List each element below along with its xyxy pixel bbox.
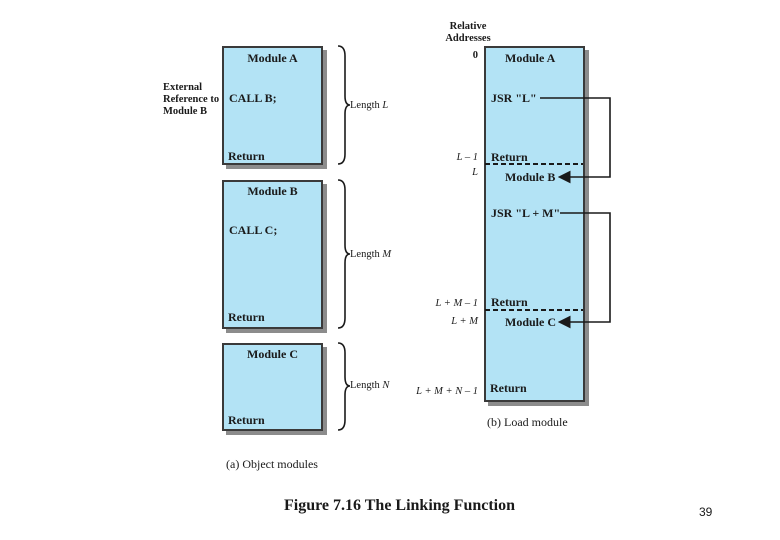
- module-a-return: Return: [228, 149, 265, 163]
- module-b-return: Return: [228, 310, 265, 324]
- arrow-jsr-lm-to-module-c: [557, 212, 611, 329]
- arrow-jsr-l-to-module-b: [540, 97, 611, 184]
- relative-addresses-line-2: Addresses: [445, 33, 491, 44]
- external-reference-line-1: External: [163, 82, 203, 93]
- load-module-c: Module C: [505, 315, 556, 329]
- length-l-var: L: [382, 100, 389, 111]
- load-return-a: Return: [491, 150, 528, 164]
- module-a-title: Module A: [247, 51, 298, 65]
- address-lm-minus-1: L + M – 1: [435, 298, 478, 309]
- module-b-call: CALL C;: [229, 223, 278, 237]
- address-l: L: [472, 167, 478, 178]
- load-module-caption: (b) Load module: [487, 415, 568, 429]
- external-reference-line-2: Reference to: [163, 94, 220, 105]
- address-0: 0: [472, 50, 478, 61]
- address-l-minus-1: L – 1: [456, 152, 478, 163]
- module-b-title: Module B: [247, 184, 298, 198]
- module-c-title: Module C: [247, 347, 298, 361]
- length-m-prefix: Length: [350, 249, 383, 260]
- load-return-b: Return: [491, 295, 528, 309]
- length-l-label: Length L: [350, 100, 388, 112]
- load-jsr-lm: JSR "L + M": [491, 206, 561, 220]
- load-module-b: Module B: [505, 170, 556, 184]
- brace-length-n: [337, 342, 351, 431]
- page-number: 39: [699, 505, 713, 519]
- load-return-c: Return: [490, 381, 527, 395]
- load-module-a: Module A: [505, 51, 556, 65]
- object-module-c-box: [222, 343, 323, 431]
- object-modules-caption: (a) Object modules: [226, 457, 318, 471]
- address-lmn-minus-1: L + M + N – 1: [416, 386, 478, 397]
- object-module-a-box: [222, 46, 323, 165]
- module-a-call: CALL B;: [229, 91, 277, 105]
- length-m-var: M: [382, 249, 392, 260]
- length-n-label: Length N: [350, 380, 389, 392]
- brace-length-m: [337, 179, 351, 329]
- load-module-box: [484, 46, 585, 402]
- address-lm: L + M: [451, 316, 478, 327]
- length-n-var: N: [382, 380, 390, 391]
- relative-addresses-header: Relative Addresses: [440, 21, 496, 45]
- external-reference-line-3: Module B: [163, 106, 208, 117]
- figure-caption: Figure 7.16 The Linking Function: [284, 497, 516, 514]
- length-n-prefix: Length: [350, 380, 383, 391]
- external-reference-label: External Reference to Module B: [163, 82, 219, 118]
- length-l-prefix: Length: [350, 100, 383, 111]
- length-m-label: Length M: [350, 249, 391, 261]
- load-jsr-l: JSR "L": [491, 91, 537, 105]
- brace-length-l: [337, 45, 351, 165]
- object-module-b-box: [222, 180, 323, 329]
- relative-addresses-line-1: Relative: [449, 21, 487, 32]
- module-c-return: Return: [228, 413, 265, 427]
